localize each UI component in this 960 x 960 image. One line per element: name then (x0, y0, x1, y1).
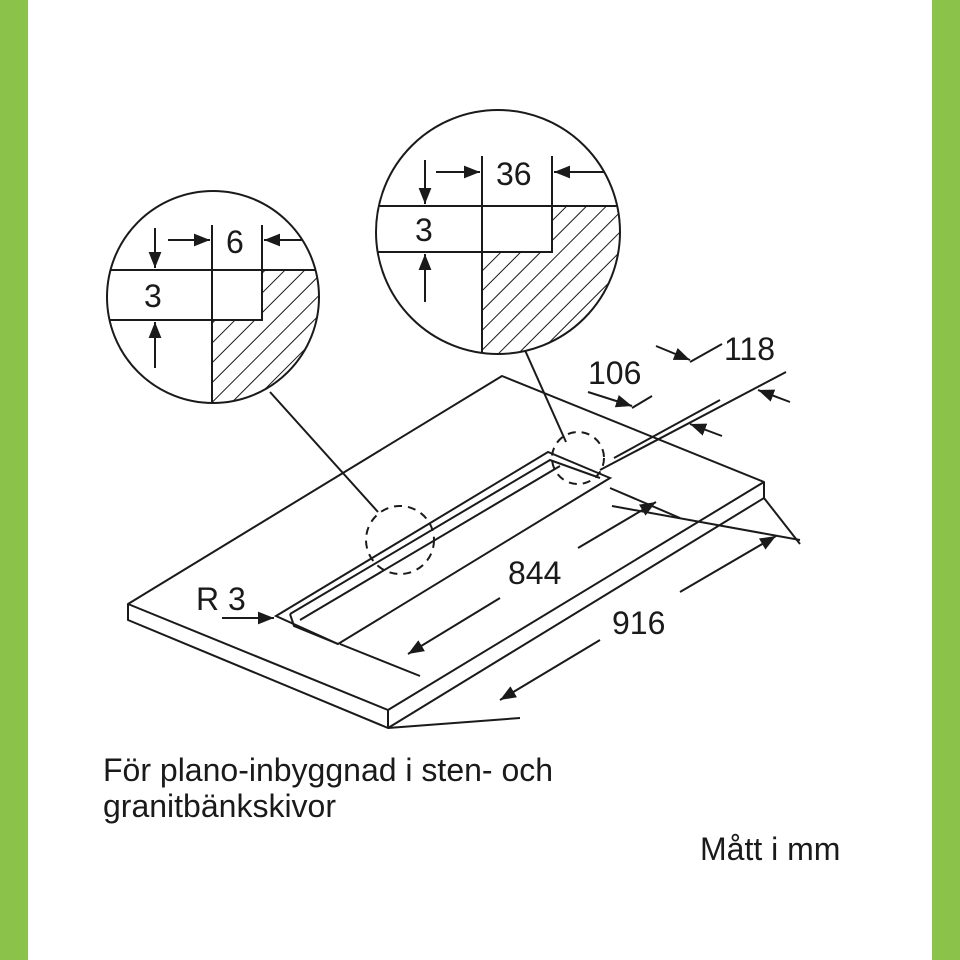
installation-caption: För plano-inbyggnad i sten- och granitbä… (103, 752, 553, 824)
cutout-recess (273, 450, 613, 646)
dim-right-depth: 3 (415, 212, 433, 248)
leader-line-left (269, 391, 379, 513)
dim-outer-offset: 118 (724, 331, 775, 367)
detail-callout-right (551, 431, 605, 485)
dim-inner-offset: 106 (588, 355, 641, 391)
caption-line-2: granitbänkskivor (103, 788, 336, 824)
right-green-border (932, 0, 960, 960)
dim-inner-length: 844 (508, 555, 561, 591)
dim-left-depth: 3 (144, 278, 162, 314)
length-dimension-916 (387, 497, 801, 729)
length-dimension-844 (339, 487, 681, 677)
detail-left-magnified: 6 3 (106, 190, 320, 404)
detail-callout-left (365, 505, 435, 575)
offset-dimension-lines (587, 343, 791, 471)
dim-left-width: 6 (226, 224, 244, 260)
detail-right-magnified: 36 3 (375, 109, 621, 355)
left-green-border (0, 0, 28, 960)
dim-corner-radius: R 3 (196, 581, 246, 617)
dim-right-width: 36 (496, 156, 532, 192)
dim-outer-length: 916 (612, 605, 665, 641)
units-note: Mått i mm (700, 831, 841, 867)
leader-line-right (523, 347, 567, 443)
caption-line-1: För plano-inbyggnad i sten- och (103, 752, 554, 788)
